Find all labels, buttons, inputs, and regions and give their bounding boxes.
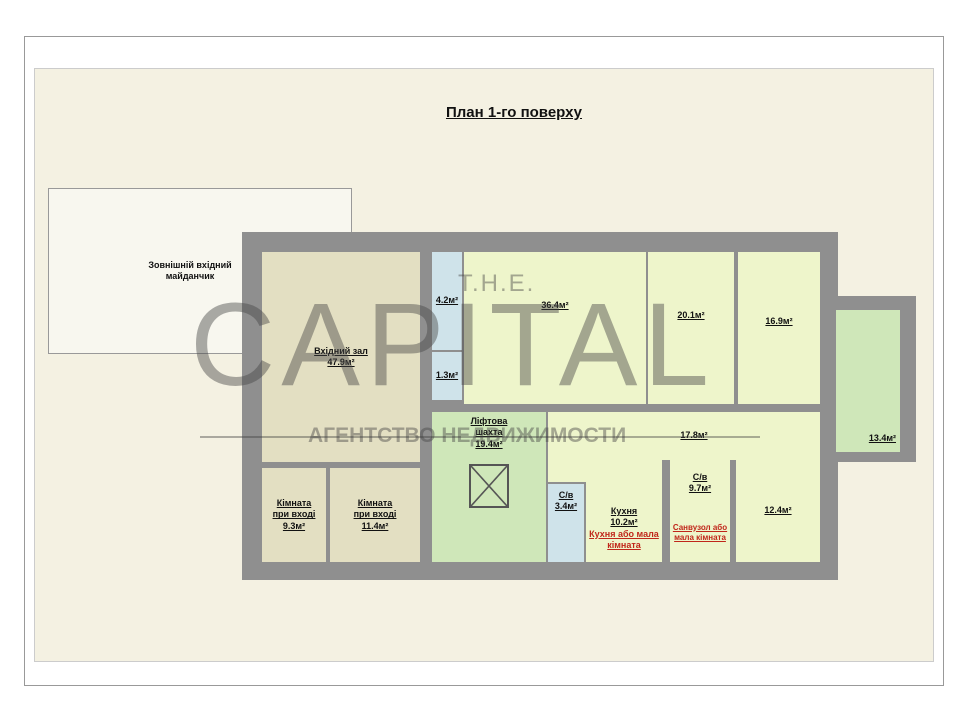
room-36-4: 36.4м² [464,252,646,404]
room-area: 19.4м² [475,438,503,449]
room-area: 4.2м² [435,295,459,306]
room-area: 47.9м² [327,357,355,367]
room-wc-1-3: 1.3м² [432,352,462,400]
room-name: Кухня [610,506,638,516]
room-area: 11.4м² [361,520,389,531]
room-name: Ліфтова шахта [470,416,508,438]
room-name: С/в [558,490,574,500]
room-area: 16.9м² [765,316,793,326]
room-name: Кімната при вході [272,498,316,520]
page-frame [24,36,944,686]
room-area: 10.2м² [610,517,638,528]
platform-label: Зовнішній вхідний майданчик [148,259,232,281]
room-area: 13.4м² [868,432,896,443]
room-corridor: 17.8м² [548,412,820,460]
room-12-4: 12.4м² [736,460,820,562]
room-area: 36.4м² [541,300,569,310]
plan-title: План 1-го поверху [445,104,583,121]
room-area: 9.3м² [282,520,306,531]
room-wc-4-2: 4.2м² [432,252,462,350]
room-area: 1.3м² [435,370,459,381]
room-note: Санвузол або мала кімната [672,522,728,542]
room-note: Кухня або мала кімната [589,528,659,550]
elevator-icon [469,463,509,508]
room-stairs: 13.4м² [836,310,900,452]
room-16-9: 16.9м² [738,252,820,404]
room-name: Вхідний зал [314,345,368,356]
room-area: 12.4м² [764,505,792,516]
room-area: 9.7м² [688,483,712,494]
room-20-1: 20.1м² [648,252,734,404]
room-area: 20.1м² [677,310,705,320]
room-area: 3.4м² [554,501,578,512]
room-name: Кімната при вході [353,498,397,520]
room-area: 17.8м² [680,430,708,441]
watermark-line [200,436,760,438]
room-name: С/в [692,472,708,482]
